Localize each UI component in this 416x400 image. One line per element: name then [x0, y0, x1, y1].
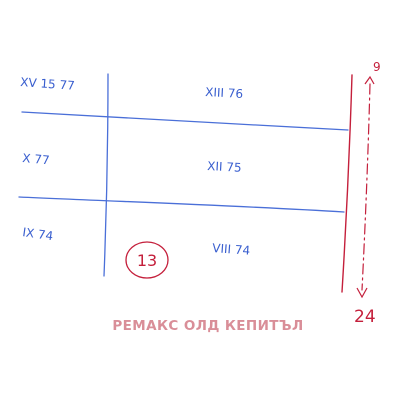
plot-divider-lower	[18, 196, 345, 213]
agency-watermark: РЕМАКС ОЛД КЕПИТЪЛ	[112, 318, 304, 334]
red-boundary-line	[341, 74, 353, 293]
axis-bottom-arrow-icon	[356, 287, 368, 299]
plot-label-top-left: XV 15 77	[20, 75, 75, 93]
plot-number-circle	[125, 241, 169, 279]
axis-top-arrow-icon	[364, 75, 375, 85]
axis-end-label: 24	[354, 307, 376, 327]
plot-divider-upper	[21, 111, 349, 131]
plot-label-middle-left: X 77	[22, 151, 50, 167]
plot-label-top-right: XIII 76	[205, 85, 244, 101]
measurement-axis-line	[361, 83, 371, 291]
plot-label-bottom-left: IX 74	[22, 225, 54, 243]
plot-label-middle-right: XII 75	[207, 159, 242, 175]
plot-number: 13	[137, 251, 157, 270]
axis-start-label: 9	[373, 60, 381, 74]
plot-label-bottom-right: VIII 74	[212, 241, 251, 258]
plot-divider-vertical	[103, 73, 109, 277]
plot-grid	[18, 73, 349, 277]
